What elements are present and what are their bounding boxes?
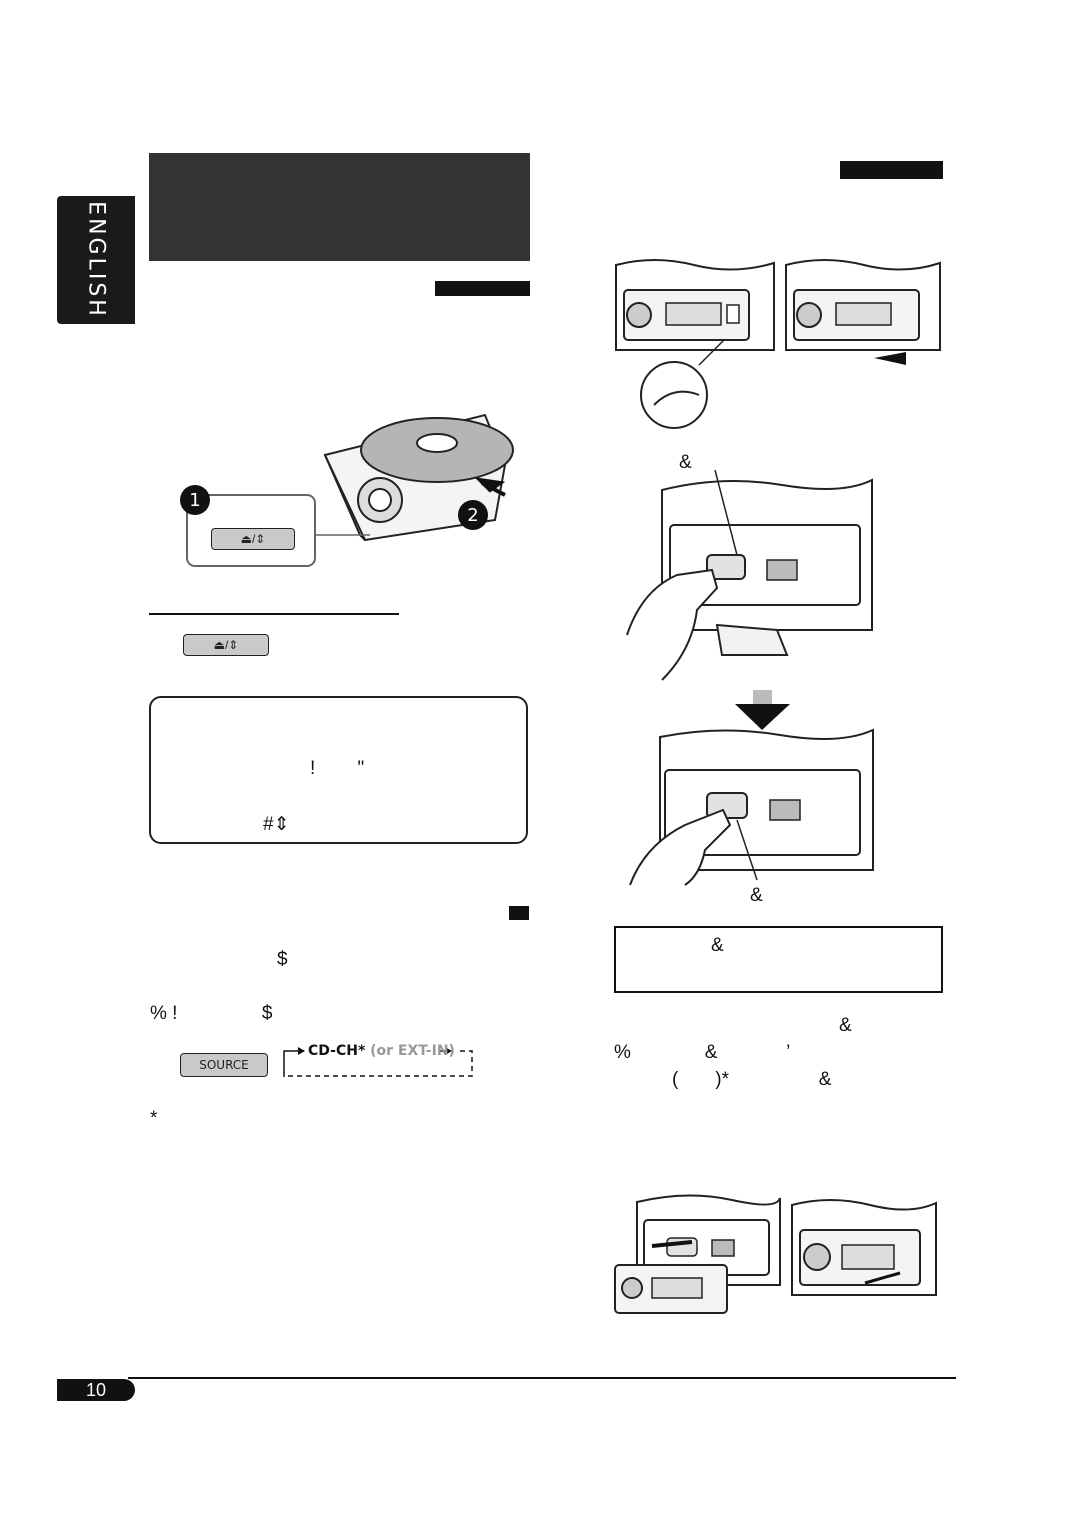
source-button-illustration: SOURCE (180, 1053, 268, 1077)
eject-button-illustration: ⏏/⇕ (211, 528, 295, 550)
source-line-2: % ! $ (150, 1003, 273, 1024)
right-body-line-1: & (839, 1015, 852, 1036)
footnote: * (150, 1108, 158, 1129)
section-divider (149, 613, 399, 615)
source-line-1: $ (277, 949, 288, 970)
language-tab: ENGLISH (57, 196, 135, 324)
step-2-badge: 2 (458, 500, 488, 530)
svg-text:2: 2 (467, 505, 478, 526)
insert-arrow (474, 477, 506, 497)
detach-illustration-1 (615, 259, 775, 429)
subsection-marker (509, 906, 529, 920)
language-tab-label: ENGLISH (83, 201, 109, 319)
footer-rule (128, 1377, 956, 1379)
right-header-bar (840, 161, 943, 179)
fig-label-2: & (750, 885, 763, 906)
fig-label-1: & (679, 452, 692, 473)
caution-box-text: & (711, 935, 724, 956)
eject-button-icon: ⏏/⇕ (183, 634, 269, 656)
disc-insertion-illustration: 1 2 (180, 413, 514, 567)
right-body-line-2: % & ’ (614, 1042, 791, 1063)
step-1-badge: 1 (180, 485, 210, 515)
down-arrow (735, 690, 790, 730)
flow-main-label: CD-CH* (308, 1043, 366, 1059)
notice-line-2: #⇕ (263, 814, 290, 835)
detach-illustration-2 (785, 259, 941, 365)
disc-drawing (360, 417, 514, 483)
source-flow-diagram (283, 1047, 473, 1077)
attach-illustration-1 (614, 1194, 781, 1314)
page-number: 10 (57, 1379, 135, 1401)
svg-text:1: 1 (189, 490, 200, 511)
subsection-header-bar (435, 281, 530, 296)
flow-alt-label: (or EXT-IN) (365, 1043, 455, 1059)
card-insert-illustration (626, 470, 873, 681)
section-title-block (149, 153, 530, 261)
card-release-illustration (629, 728, 874, 886)
attach-illustration-2 (791, 1199, 937, 1296)
caution-box (614, 926, 943, 993)
source-flow-label: CD-CH* (or EXT-IN) (308, 1043, 455, 1059)
callout-box (186, 494, 316, 567)
notice-box (149, 696, 528, 844)
notice-line-1: ! " (310, 758, 365, 779)
right-body-line-3: ( )* & (672, 1069, 832, 1090)
